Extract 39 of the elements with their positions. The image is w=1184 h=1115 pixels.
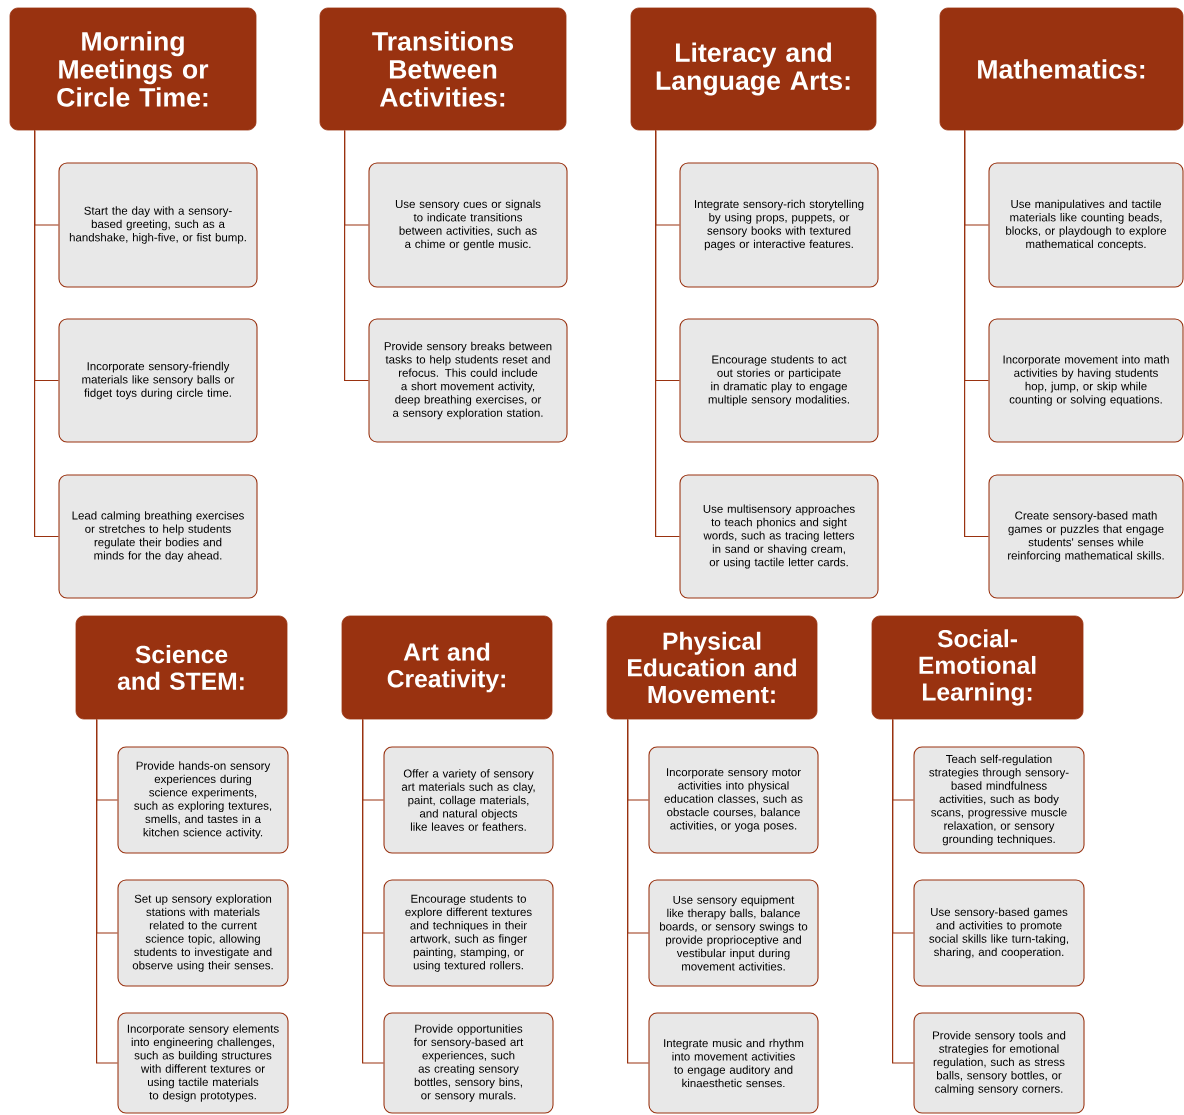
idea-card: Provide opportunities for sensory-based art experiences, such as creating sensory bottles, sensory bins, or sensory murals. [383,1012,554,1114]
connector-line [655,129,681,538]
idea-card: Incorporate sensory elements into engineering challenges, such as building structures with different textures or using tactile materials to design prototypes. [117,1012,289,1114]
idea-card: Use sensory cues or signals to indicate transitions between activities, such as a chime or gentle music. [368,162,568,288]
connector-line [344,129,370,382]
connector-line [892,718,915,1064]
idea-card: Offer a variety of sensory art materials such as clay, paint, collage materials, and natural objects like leaves or feathers. [383,746,554,854]
category-header: Art and Creativity: [341,615,553,720]
idea-card: Use multisensory approaches to teach phonics and sight words, such as tracing letters in sand or shaving cream, or using tactile letter cards. [679,474,879,599]
idea-card: Create sensory-based math games or puzzles that engage students' senses while reinforcing mathematical skills. [988,474,1184,599]
idea-card: Use sensory equipment like therapy balls, balance boards, or sensory swings to provide proprioceptive and vestibular input during movement activities. [648,879,819,987]
idea-card: Integrate sensory-rich storytelling by using props, puppets, or sensory books with textured pages or interactive features. [679,162,879,288]
connector-line [34,129,60,538]
idea-card: Teach self-regulation strategies through sensory-based mindfulness activities, such as body scans, progressive muscle relaxation, or sensory grounding techniques. [913,746,1085,854]
idea-card: Encourage students to explore different textures and techniques in their artwork, such as finger painting, stamping, or using textured rollers. [383,879,554,987]
idea-card: Incorporate sensory motor activities into physical education classes, such as obstacle courses, balance activities, or yoga poses. [648,746,819,854]
idea-card: Incorporate movement into math activities by having students hop, jump, or skip while counting or solving equations. [988,318,1184,443]
category-header: Morning Meetings or Circle Time: [9,7,257,131]
category-header: Physical Education and Movement: [606,615,818,720]
idea-card: Integrate music and rhythm into movement activities to engage auditory and kinaesthetic senses. [648,1012,819,1114]
connector-line [362,718,385,1064]
idea-card: Provide sensory tools and strategies for emotional regulation, such as stress balls, sensory bottles, or calming sensory corners. [913,1012,1085,1114]
connector-line [964,129,990,538]
category-header: Literacy and Language Arts: [630,7,877,131]
connector-line [627,718,650,1064]
category-header: Science and STEM: [75,615,288,720]
idea-card: Lead calming breathing exercises or stretches to help students regulate their bodies and minds for the day ahead. [58,474,258,599]
connector-line [96,718,119,1064]
idea-card: Provide sensory breaks between tasks to help students reset and refocus. This could include a short movement activity, deep breathing exercises, or a sensory exploration station. [368,318,568,443]
category-header: Social-Emotional Learning: [871,615,1084,720]
idea-card: Encourage students to act out stories or participate in dramatic play to engage multiple sensory modalities. [679,318,879,443]
idea-card: Use manipulatives and tactile materials like counting beads, blocks, or playdough to explore mathematical concepts. [988,162,1184,288]
idea-card: Use sensory-based games and activities to promote social skills like turn-taking, sharing, and cooperation. [913,879,1085,987]
category-header: Transitions Between Activities: [319,7,567,131]
idea-card: Provide hands-on sensory experiences during science experiments, such as exploring textures, smells, and tastes in a kitchen science activity. [117,746,289,854]
idea-card: Incorporate sensory-friendly materials like sensory balls or fidget toys during circle time. [58,318,258,443]
category-header: Mathematics: [939,7,1184,131]
idea-card: Start the day with a sensory-based greeting, such as a handshake, high-five, or fist bump. [58,162,258,288]
idea-card: Set up sensory exploration stations with materials related to the current science topic, allowing students to investigate and observe using their senses. [117,879,289,987]
